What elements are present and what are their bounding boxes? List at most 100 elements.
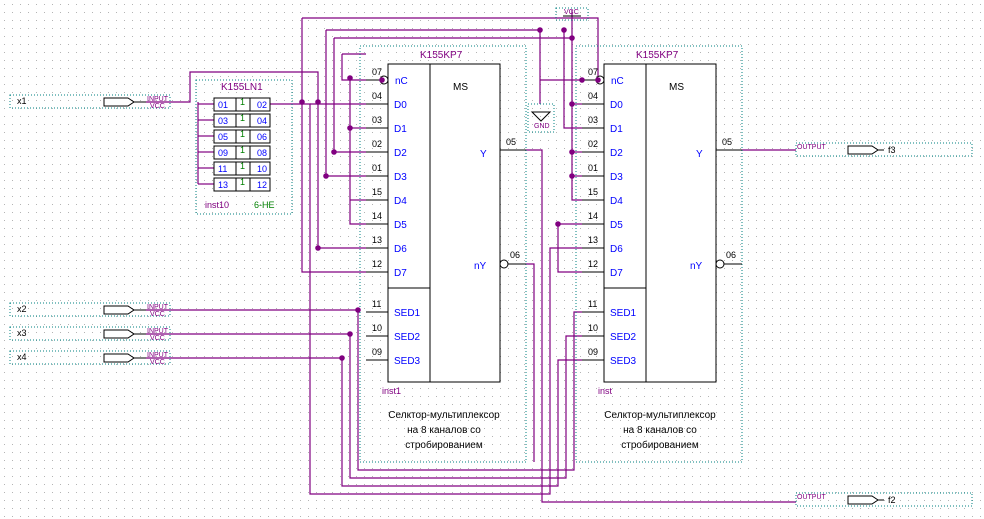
pin-label: SED3 <box>394 356 421 367</box>
mux-body <box>387 63 501 383</box>
mux-body <box>603 63 717 383</box>
inverter-gate <box>213 97 271 112</box>
gate-symbol: 1 <box>240 97 245 107</box>
gate-in-pin: 13 <box>218 180 228 190</box>
inverter-gate <box>213 129 271 144</box>
mux-k155kp7-inst1[interactable]: K155KP7MS07nC04D003D102D201D315D414D513D… <box>359 45 527 463</box>
vcc-symbol[interactable]: VCC <box>555 7 589 21</box>
wire <box>146 357 582 487</box>
pin-label: SED2 <box>394 332 421 343</box>
gate-symbol: 1 <box>240 129 245 139</box>
pin-number: 14 <box>372 211 382 221</box>
wire <box>557 224 582 273</box>
junction-node <box>347 331 353 337</box>
gnd-frame <box>527 103 555 133</box>
mux-description-line: Селктор-мультиплексор <box>388 410 500 421</box>
inversion-bubble-icon <box>499 259 509 269</box>
pin-label: nY <box>474 261 487 272</box>
mux-description-line: на 8 каналов со <box>407 425 481 436</box>
pin-number: 12 <box>588 259 598 269</box>
junction-node <box>347 75 353 81</box>
input-name: x3 <box>17 328 27 338</box>
pin-label: D0 <box>610 100 623 111</box>
pin-label: SED1 <box>610 308 637 319</box>
output-arrow-icon <box>847 495 879 505</box>
gnd-label: GND <box>534 123 550 130</box>
gnd-icon <box>530 111 552 122</box>
pin-label: D4 <box>394 196 407 207</box>
gate-out-pin: 04 <box>257 116 267 126</box>
pin-number: 05 <box>506 137 516 147</box>
port-vcc-label: VCC <box>150 103 165 110</box>
pin-number: 02 <box>372 139 382 149</box>
pin-label: D1 <box>610 124 623 135</box>
wire <box>302 17 599 80</box>
pin-number: 04 <box>588 91 598 101</box>
junction-node <box>331 149 337 155</box>
pin-number: 09 <box>588 347 598 357</box>
vcc-frame <box>555 7 589 21</box>
mux-instance: inst <box>598 386 613 396</box>
wire <box>146 333 582 479</box>
junction-node <box>579 77 585 83</box>
pin-label: D2 <box>394 148 407 159</box>
input-arrow-icon <box>103 353 135 363</box>
mux-description-line: стробированием <box>621 439 699 451</box>
input-arrow-icon <box>103 97 135 107</box>
port-vcc-label: VCC <box>150 359 165 366</box>
inverter-frame <box>195 79 293 215</box>
gate-out-pin: 02 <box>257 100 267 110</box>
junction-nodes <box>299 27 601 361</box>
mux-ms-label: MS <box>453 82 468 93</box>
pin-label: Y <box>480 149 487 160</box>
pin-label: D3 <box>394 172 407 183</box>
pin-label: D5 <box>610 220 623 231</box>
input-name: x4 <box>17 352 27 362</box>
junction-node <box>569 35 575 41</box>
gnd-symbol[interactable]: GND <box>527 103 555 133</box>
port-frame <box>795 142 973 157</box>
pin-label: nY <box>690 261 703 272</box>
pin-number: 11 <box>588 299 597 309</box>
pin-number: 01 <box>588 163 598 173</box>
mux-title: K155KP7 <box>636 50 679 61</box>
wire <box>341 54 366 81</box>
inverter-gate <box>213 161 271 176</box>
pin-label: D4 <box>610 196 623 207</box>
output-name: f3 <box>888 145 896 155</box>
mux-k155kp7-inst[interactable]: K155KP7MS07nC04D003D102D201D315D414D513D… <box>575 45 743 463</box>
port-frame <box>9 350 171 365</box>
pin-number: 04 <box>372 91 382 101</box>
pin-label: nC <box>395 76 408 87</box>
pin-label: Y <box>696 149 703 160</box>
inverter-gate <box>213 145 271 160</box>
inverter-instance: inst10 <box>205 200 229 210</box>
input-name: x1 <box>17 96 27 106</box>
pin-number: 06 <box>510 250 520 260</box>
port-frame <box>9 94 171 109</box>
pin-label: SED1 <box>394 308 421 319</box>
junction-node <box>595 77 601 83</box>
pin-number: 14 <box>588 211 598 221</box>
output-arrow-icon <box>847 145 879 155</box>
wire <box>526 149 796 503</box>
inverter-function: 6-HE <box>254 200 275 210</box>
junction-node <box>355 307 361 313</box>
junction-node <box>315 99 321 105</box>
junction-node <box>555 221 561 227</box>
inverter-title: K155LN1 <box>221 82 263 93</box>
pin-number: 01 <box>372 163 382 173</box>
inverter-gate <box>213 113 271 128</box>
junction-node <box>315 245 321 251</box>
gate-out-pin: 08 <box>257 148 267 158</box>
pin-number: 12 <box>372 259 382 269</box>
